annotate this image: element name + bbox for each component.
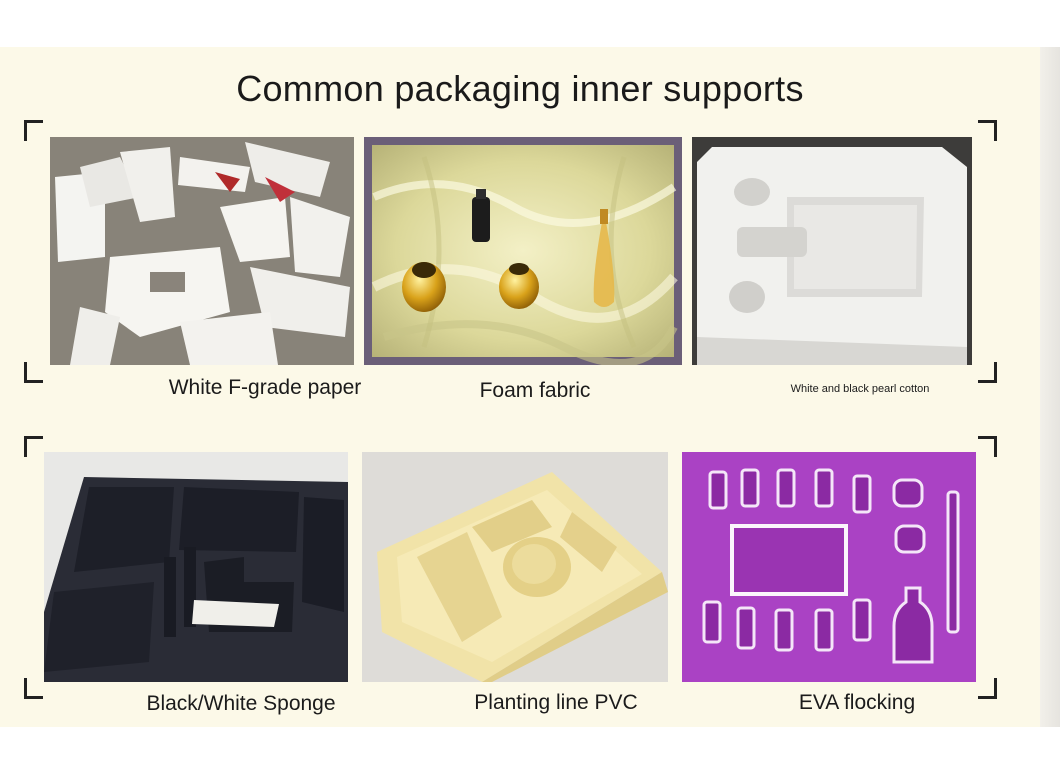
corner-mark-bottom-left [24, 678, 43, 699]
corner-mark-bottom-left [24, 362, 43, 383]
corner-mark-top-right [978, 436, 997, 457]
caption-black-white-sponge: Black/White Sponge [146, 692, 336, 715]
caption-eva-flocking: EVA flocking [798, 691, 916, 714]
corner-mark-bottom-right [978, 362, 997, 383]
corner-mark-bottom-right [978, 678, 997, 699]
scroll-edge [1040, 47, 1060, 727]
black-sponge-tray-photo [44, 452, 348, 682]
white-paper-cutouts-photo [50, 137, 354, 365]
yellow-pvc-tray-photo [362, 452, 668, 682]
caption-planting-line-pvc: Planting line PVC [474, 691, 638, 714]
purple-eva-flocking-photo [682, 452, 976, 682]
corner-mark-top-left [24, 436, 43, 457]
page-title: Common packaging inner supports [236, 68, 804, 109]
caption-white-f-grade-paper: White F-grade paper [168, 376, 362, 399]
caption-foam-fabric: Foam fabric [479, 379, 591, 402]
satin-foam-fabric-photo [364, 137, 682, 365]
caption-pearl-cotton: White and black pearl cotton [790, 383, 930, 395]
pearl-cotton-tray-photo [692, 137, 972, 365]
corner-mark-top-left [24, 120, 43, 141]
corner-mark-top-right [978, 120, 997, 141]
